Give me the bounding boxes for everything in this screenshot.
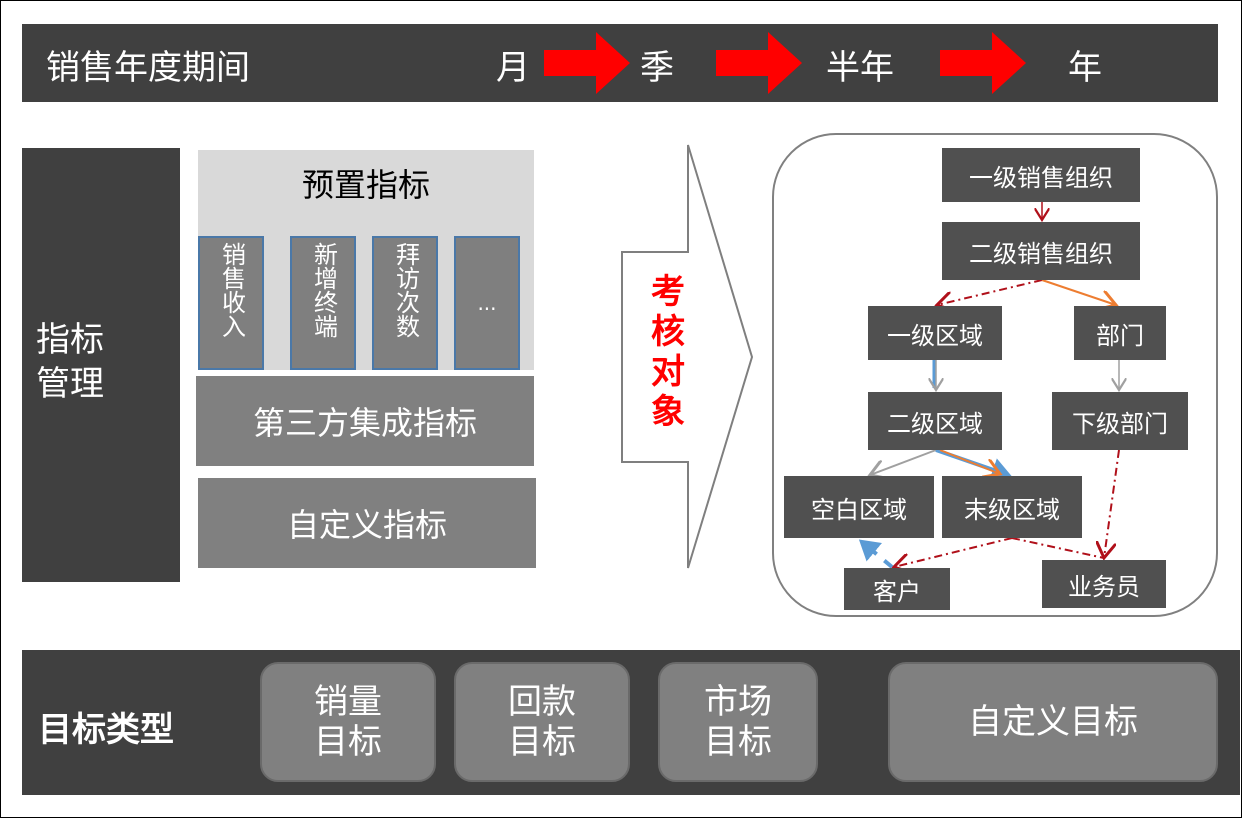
connector [939, 449, 1000, 474]
node-customer: 客户 [844, 568, 950, 610]
indicator-management: 指标管理 [22, 148, 180, 582]
connector [894, 537, 1013, 567]
node-region1: 一级区域 [868, 306, 1002, 360]
assessment-arrow-shape [621, 144, 754, 569]
indicator-management-label: 指标管理 [36, 320, 104, 404]
node-dept: 部门 [1074, 306, 1166, 360]
preset-item: 拜访次数 [372, 236, 438, 370]
period-title: 销售年度期间 [46, 48, 250, 88]
right-arrow-icon [716, 32, 802, 94]
preset-item: 新增终端 [290, 236, 356, 370]
preset-indicators: 预置指标 销售收入 新增终端 拜访次数 ... [198, 150, 534, 370]
period-bar: 销售年度期间 月 季 半年 年 [22, 24, 1218, 102]
right-arrow-icon [544, 32, 630, 94]
right-arrow-icon [940, 32, 1026, 94]
period-month: 月 [496, 48, 530, 88]
period-quarter: 季 [640, 48, 674, 88]
third-party-indicators: 第三方集成指标 [196, 376, 534, 466]
target-sales-volume: 销量目标 [260, 662, 436, 782]
assessment-label: 考核对象 [651, 272, 685, 432]
connector [1011, 537, 1105, 559]
period-year: 年 [1068, 48, 1102, 88]
target-types-bar: 目标类型 销量目标 回款目标 市场目标 自定义目标 [22, 650, 1240, 795]
node-salesman: 业务员 [1042, 560, 1166, 608]
node-subdept: 下级部门 [1052, 392, 1188, 450]
connector [870, 449, 937, 475]
connector [1041, 279, 1116, 305]
node-blank-region: 空白区域 [784, 476, 934, 538]
preset-title: 预置指标 [301, 166, 430, 204]
connector [858, 539, 894, 569]
target-payment: 回款目标 [454, 662, 630, 782]
node-org1: 一级销售组织 [942, 148, 1140, 202]
period-half-year: 半年 [826, 48, 894, 88]
node-last-region: 末级区域 [942, 476, 1082, 538]
connector [1104, 449, 1120, 558]
preset-item: ... [454, 236, 520, 370]
connector [937, 279, 1043, 305]
target-market: 市场目标 [658, 662, 818, 782]
node-region2: 二级区域 [868, 392, 1002, 450]
node-org2: 二级销售组织 [942, 222, 1140, 280]
target-types-title: 目标类型 [38, 710, 174, 750]
custom-indicators: 自定义指标 [198, 478, 536, 568]
target-custom: 自定义目标 [888, 662, 1218, 782]
assessment-objects-container [772, 133, 1218, 617]
preset-item: 销售收入 [198, 236, 264, 370]
